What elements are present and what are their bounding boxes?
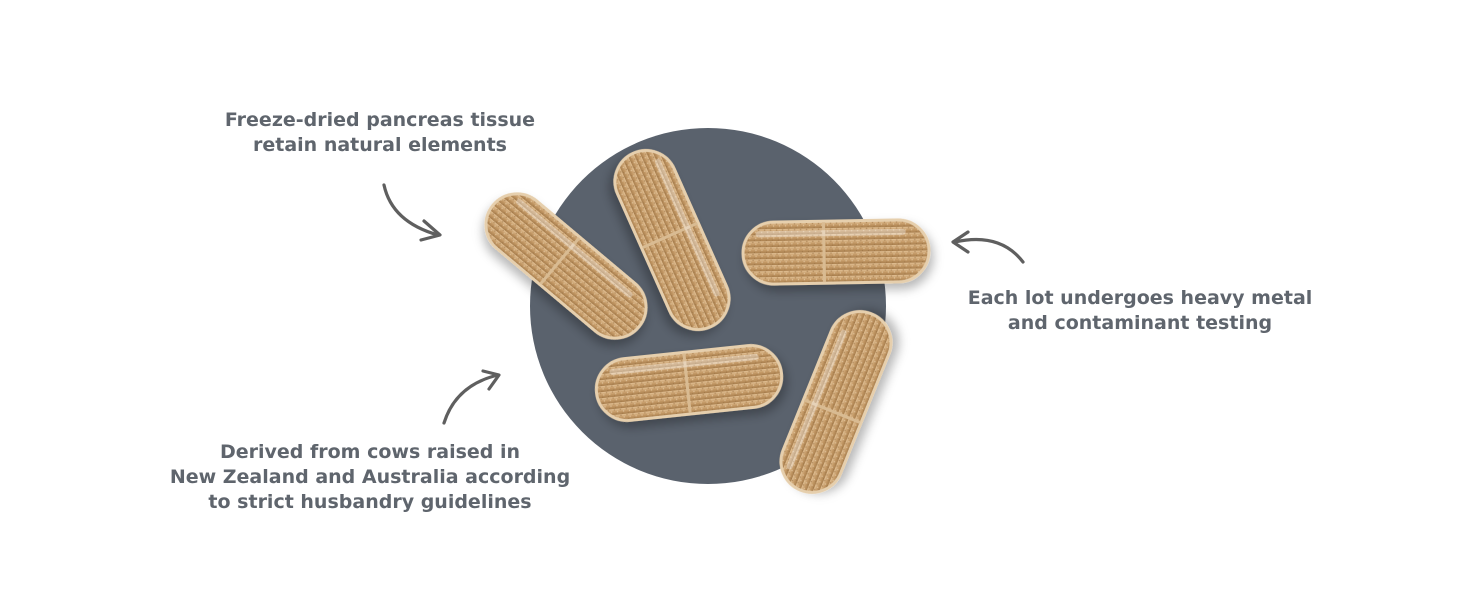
capsule-icon	[484, 192, 648, 340]
capsule-icon	[613, 149, 731, 331]
curved-arrow-icon	[382, 183, 442, 242]
callout-line: Derived from cows raised in	[219, 441, 521, 463]
callout-line: retain natural elements	[253, 134, 507, 156]
capsule-icon	[741, 218, 931, 286]
curved-arrow-icon	[951, 230, 1025, 264]
curved-arrow-icon	[442, 369, 501, 425]
callout-testing: Each lot undergoes heavy metal and conta…	[950, 286, 1330, 336]
callout-line: and contaminant testing	[1007, 312, 1273, 334]
callout-line: New Zealand and Australia according	[169, 466, 571, 488]
callout-line: Each lot undergoes heavy metal	[967, 287, 1313, 309]
capsule-icon	[779, 310, 893, 494]
capsule-icon	[594, 344, 784, 422]
callout-freeze-dried: Freeze-dried pancreas tissue retain natu…	[190, 108, 570, 158]
callout-line: Freeze-dried pancreas tissue	[224, 109, 536, 131]
callout-line: to strict husbandry guidelines	[208, 491, 532, 513]
callout-origin: Derived from cows raised in New Zealand …	[150, 440, 590, 515]
